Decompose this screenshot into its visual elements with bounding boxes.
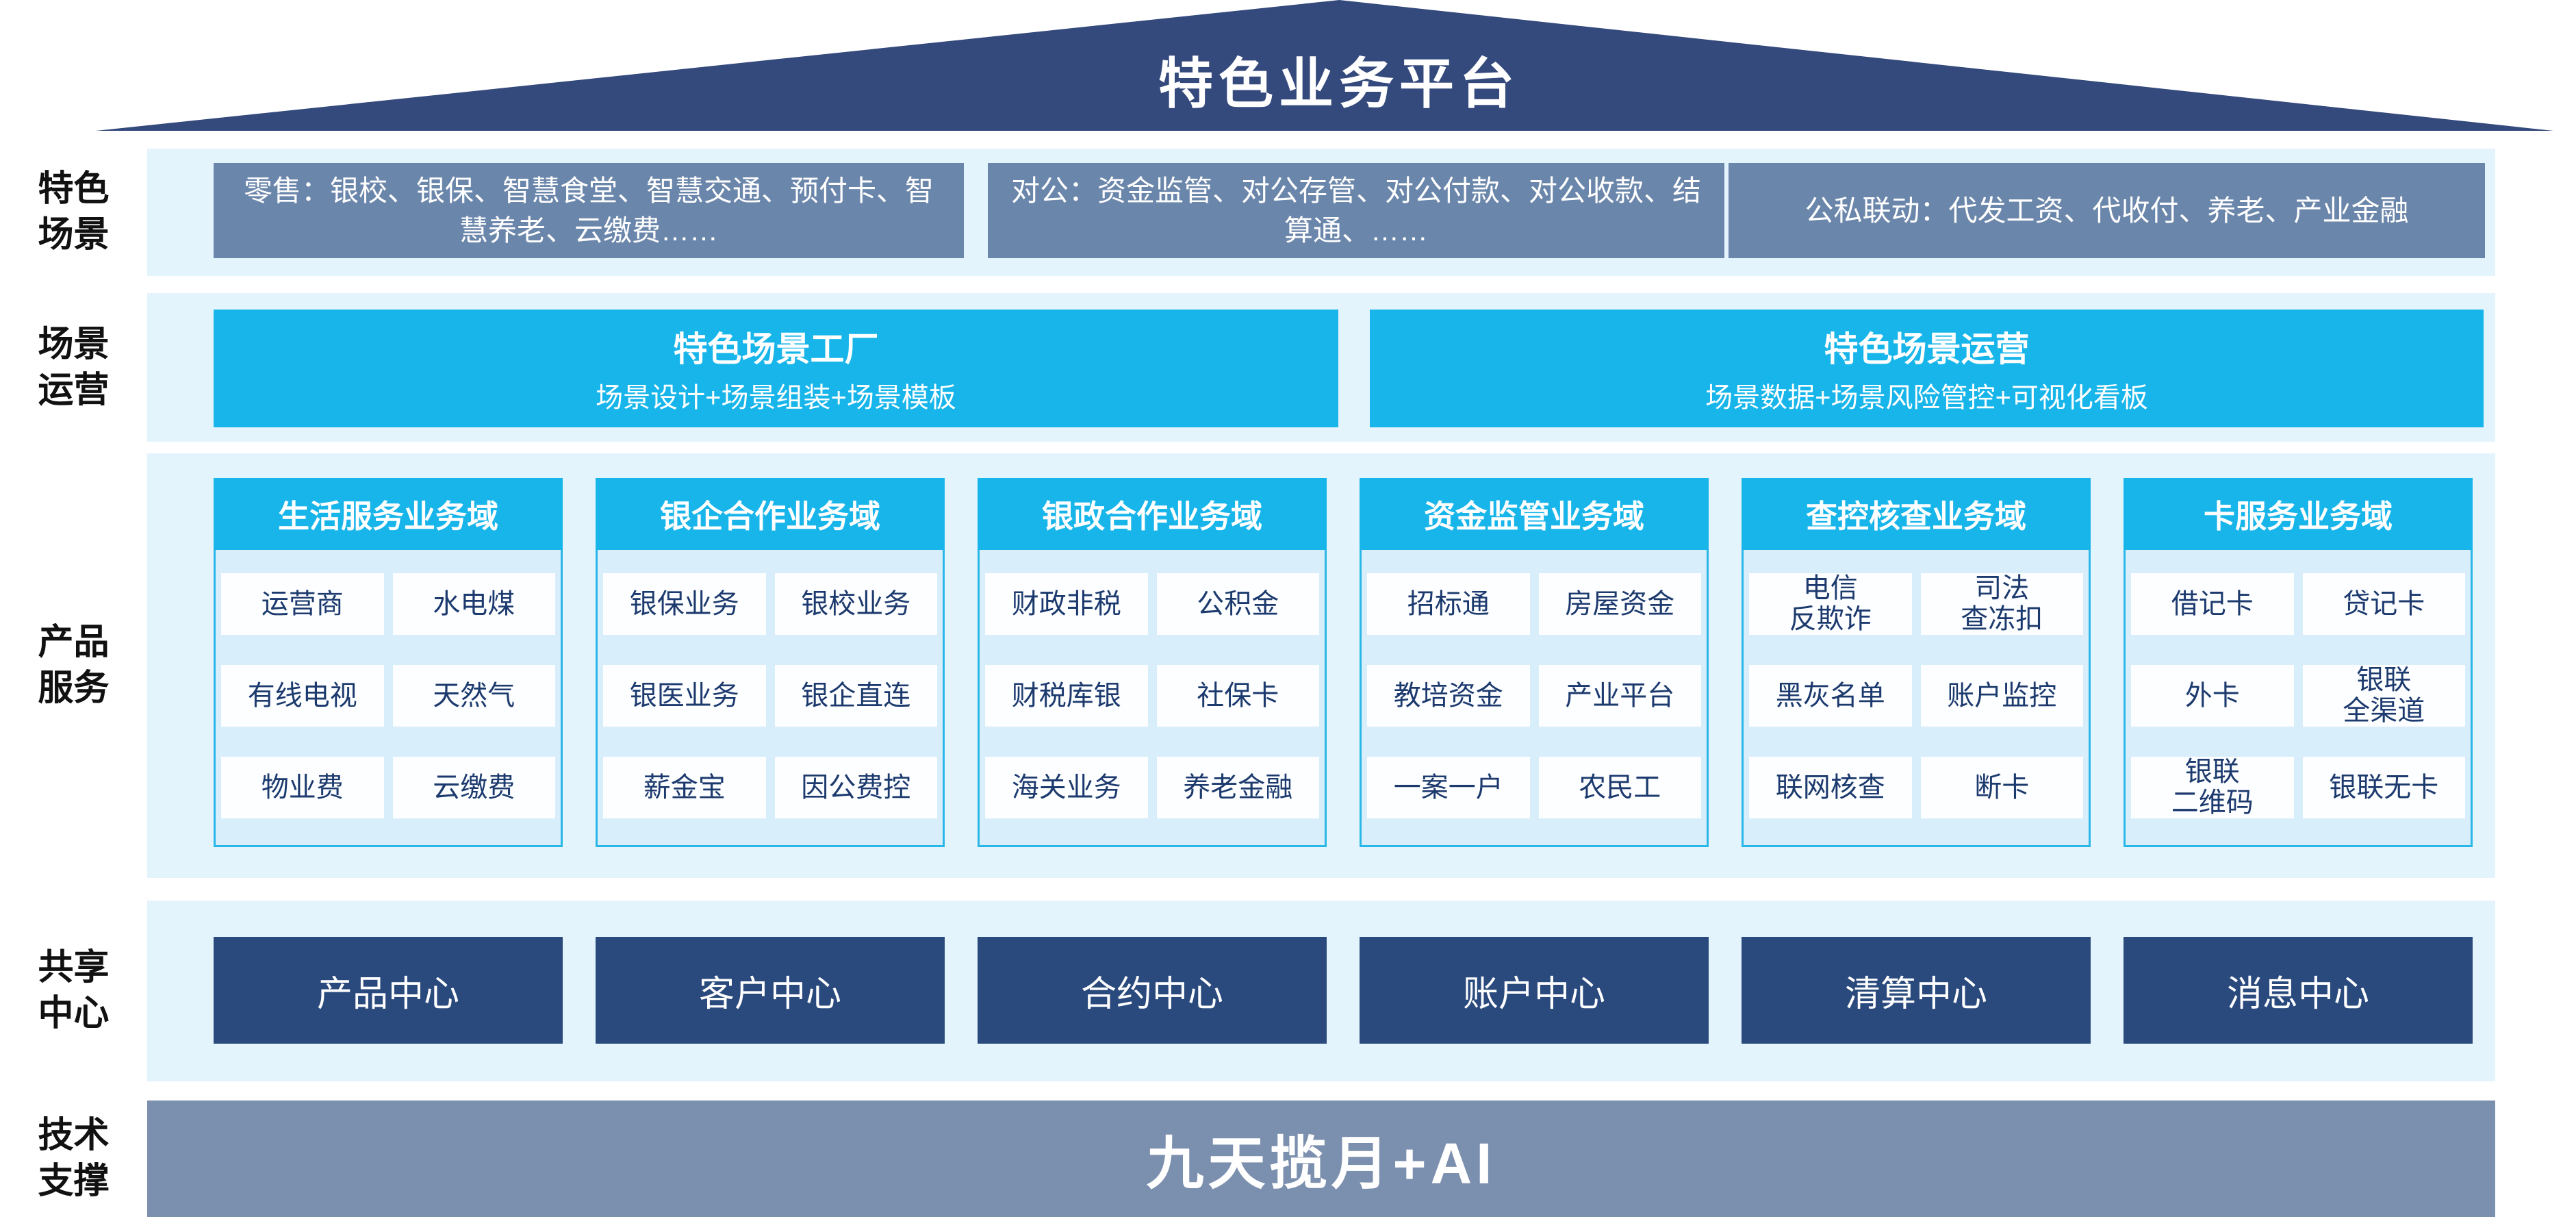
product-cell: 银企直连 bbox=[774, 665, 937, 727]
side-label-scenes: 特色 场景 bbox=[38, 169, 110, 255]
shared-center-product: 产品中心 bbox=[214, 937, 563, 1044]
product-cell: 公积金 bbox=[1156, 573, 1319, 635]
band-featured-scenes: 零售：银校、银保、智慧食堂、智慧交通、预付卡、智慧养老、云缴费…… 对公：资金监… bbox=[147, 149, 2495, 276]
domain-column-bank-enterprise: 银企合作业务域 银保业务 银校业务 银医业务 银企直连 薪金宝 因公费控 bbox=[596, 478, 945, 847]
product-cell: 天然气 bbox=[392, 665, 555, 727]
scene-box-corporate: 对公：资金监管、对公存管、对公付款、对公收款、结算通、…… bbox=[988, 163, 1724, 258]
shared-center-customer: 客户中心 bbox=[596, 937, 945, 1044]
domain-column-title: 生活服务业务域 bbox=[214, 478, 563, 550]
side-label-products: 产品 服务 bbox=[38, 623, 110, 708]
scene-box-retail: 零售：银校、银保、智慧食堂、智慧交通、预付卡、智慧养老、云缴费…… bbox=[214, 163, 964, 258]
op-box-title: 特色场景运营 bbox=[1824, 330, 2030, 368]
domain-column-title: 资金监管业务域 bbox=[1360, 478, 1709, 550]
band-tech-support: 九天揽月+AI bbox=[147, 1101, 2495, 1217]
domain-column-bank-government: 银政合作业务域 财政非税 公积金 财税库银 社保卡 海关业务 养老金融 bbox=[978, 478, 1327, 847]
product-cell: 银联 全渠道 bbox=[2302, 665, 2465, 727]
product-cell: 账户监控 bbox=[1920, 665, 2083, 727]
domain-column-body: 运营商 水电煤 有线电视 天然气 物业费 云缴费 bbox=[214, 550, 563, 847]
product-cell: 银联 二维码 bbox=[2131, 757, 2294, 818]
product-cell: 贷记卡 bbox=[2302, 573, 2465, 635]
shared-center-message: 消息中心 bbox=[2124, 937, 2473, 1044]
domain-column-title: 银企合作业务域 bbox=[596, 478, 945, 550]
product-cell: 水电煤 bbox=[392, 573, 555, 635]
domain-column-title: 查控核查业务域 bbox=[1742, 478, 2091, 550]
domain-column-body: 借记卡 贷记卡 外卡 银联 全渠道 银联 二维码 银联无卡 bbox=[2124, 550, 2473, 847]
product-cell: 断卡 bbox=[1920, 757, 2083, 818]
product-cell: 招标通 bbox=[1367, 573, 1530, 635]
page-title: 特色业务平台 bbox=[1158, 53, 1520, 114]
domain-column-fund-supervision: 资金监管业务域 招标通 房屋资金 教培资金 产业平台 一案一户 农民工 bbox=[1360, 478, 1709, 847]
side-label-operation: 场景 运营 bbox=[38, 324, 110, 410]
product-cell: 银联无卡 bbox=[2302, 757, 2465, 818]
product-cell: 海关业务 bbox=[985, 757, 1148, 818]
shared-center-contract: 合约中心 bbox=[978, 937, 1327, 1044]
product-cell: 银校业务 bbox=[774, 573, 937, 635]
domain-column-body: 电信 反欺诈 司法 查冻扣 黑灰名单 账户监控 联网核查 断卡 bbox=[1742, 550, 2091, 847]
op-box-subtitle: 场景设计+场景组装+场景模板 bbox=[596, 383, 956, 413]
domain-column-body: 招标通 房屋资金 教培资金 产业平台 一案一户 农民工 bbox=[1360, 550, 1709, 847]
product-cell: 有线电视 bbox=[221, 665, 384, 727]
domain-column-title: 卡服务业务域 bbox=[2124, 478, 2473, 550]
tech-support-text: 九天揽月+AI bbox=[1146, 1131, 1496, 1196]
domain-column-card-services: 卡服务业务域 借记卡 贷记卡 外卡 银联 全渠道 银联 二维码 银联无卡 bbox=[2124, 478, 2473, 847]
product-cell: 物业费 bbox=[221, 757, 384, 818]
shared-center-clearing: 清算中心 bbox=[1742, 937, 2091, 1044]
op-box-scene-operation: 特色场景运营 场景数据+场景风险管控+可视化看板 bbox=[1370, 310, 2484, 427]
product-cell: 联网核查 bbox=[1749, 757, 1912, 818]
domain-column-inspection-verification: 查控核查业务域 电信 反欺诈 司法 查冻扣 黑灰名单 账户监控 联网核查 断卡 bbox=[1742, 478, 2091, 847]
product-cell: 外卡 bbox=[2131, 665, 2294, 727]
product-cell: 黑灰名单 bbox=[1749, 665, 1912, 727]
band-scene-operation: 特色场景工厂 场景设计+场景组装+场景模板 特色场景运营 场景数据+场景风险管控… bbox=[147, 293, 2495, 442]
product-cell: 房屋资金 bbox=[1538, 573, 1701, 635]
shared-center-account: 账户中心 bbox=[1360, 937, 1709, 1044]
product-cell: 司法 查冻扣 bbox=[1920, 573, 2083, 635]
product-cell: 一案一户 bbox=[1367, 757, 1530, 818]
op-box-subtitle: 场景数据+场景风险管控+可视化看板 bbox=[1705, 383, 2148, 413]
product-cell: 财政非税 bbox=[985, 573, 1148, 635]
product-cell: 借记卡 bbox=[2131, 573, 2294, 635]
product-cell: 养老金融 bbox=[1156, 757, 1319, 818]
domain-column-life-services: 生活服务业务域 运营商 水电煤 有线电视 天然气 物业费 云缴费 bbox=[214, 478, 563, 847]
product-cell: 农民工 bbox=[1538, 757, 1701, 818]
domain-column-title: 银政合作业务域 bbox=[978, 478, 1327, 550]
product-cell: 电信 反欺诈 bbox=[1749, 573, 1912, 635]
product-cell: 银医业务 bbox=[603, 665, 766, 727]
product-cell: 运营商 bbox=[221, 573, 384, 635]
band-shared-centers: 产品中心 客户中心 合约中心 账户中心 清算中心 消息中心 bbox=[147, 901, 2495, 1081]
product-cell: 云缴费 bbox=[392, 757, 555, 818]
product-cell: 社保卡 bbox=[1156, 665, 1319, 727]
product-cell: 财税库银 bbox=[985, 665, 1148, 727]
op-box-scene-factory: 特色场景工厂 场景设计+场景组装+场景模板 bbox=[214, 310, 1338, 427]
product-cell: 银保业务 bbox=[603, 573, 766, 635]
op-box-title: 特色场景工厂 bbox=[673, 330, 879, 368]
product-cell: 教培资金 bbox=[1367, 665, 1530, 727]
domain-column-body: 银保业务 银校业务 银医业务 银企直连 薪金宝 因公费控 bbox=[596, 550, 945, 847]
domain-column-body: 财政非税 公积金 财税库银 社保卡 海关业务 养老金融 bbox=[978, 550, 1327, 847]
side-label-tech: 技术 支撑 bbox=[38, 1116, 110, 1201]
band-product-services: 生活服务业务域 运营商 水电煤 有线电视 天然气 物业费 云缴费 银企合作业务域 bbox=[147, 453, 2495, 878]
side-label-shared: 共享 中心 bbox=[38, 948, 110, 1033]
product-cell: 薪金宝 bbox=[603, 757, 766, 818]
product-cell: 因公费控 bbox=[774, 757, 937, 818]
product-cell: 产业平台 bbox=[1538, 665, 1701, 727]
scene-box-public-private: 公私联动：代发工资、代收付、养老、产业金融 bbox=[1729, 163, 2485, 258]
